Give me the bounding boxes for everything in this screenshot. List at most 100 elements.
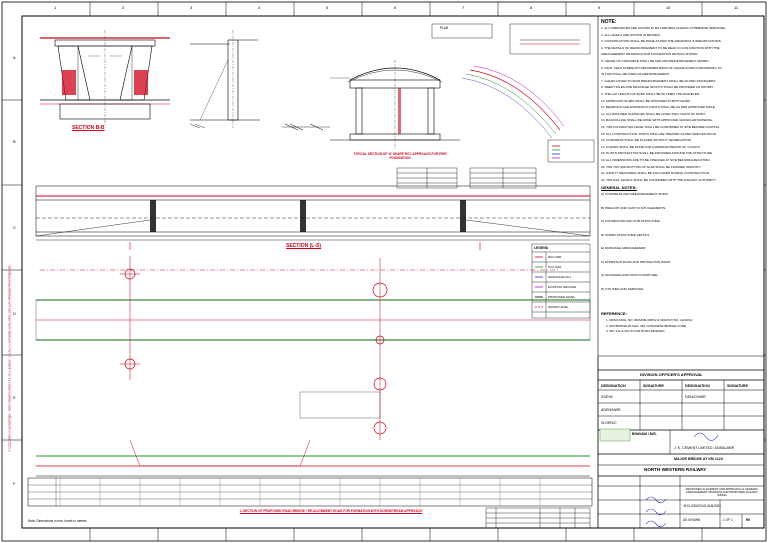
- approval-cell: SSE/W: [601, 395, 613, 399]
- section-side-drawing: [189, 30, 260, 129]
- note-item: 8. WEEP HOLES AND DRAINAGE SPOUTS SHALL …: [601, 86, 714, 90]
- grid-col-5: 5: [326, 5, 329, 10]
- note-item: 7. CLEAR COVER TO MAIN REINFORCEMENT SHA…: [601, 79, 717, 83]
- notes-title: NOTE:: [601, 19, 617, 25]
- approval-col-designation: DESIGNATION: [601, 384, 626, 388]
- approval-cell: Sr.DEN/C: [601, 421, 617, 425]
- note-item: 3. IRC-112 & IRC-6 FOR ROAD BRIDGES: [606, 330, 665, 333]
- legend-item: PCC M15: [548, 265, 562, 269]
- grid-col-6: 6: [394, 5, 397, 10]
- note-item: ARRANGEMENT DRAWINGS AND FOUNDATION DETA…: [601, 53, 699, 57]
- bottom-profile-drawing: [27, 439, 593, 507]
- file-path-label: F:\2022\INPUTS\Drawings - Hari Prasad Ku…: [8, 265, 12, 452]
- note-item: 4. THE DETAILS OF REINFORCEMENT TO BE RE…: [601, 46, 720, 50]
- bottom-left-note: Note: Dimensions in mm, levels in metres: [28, 519, 87, 523]
- drawing-number: JKCL/JSM/CIVIL/GAD/001: [683, 504, 721, 508]
- note-item: C) FOUNDATION AND SUB STRUCTURE.: [601, 220, 661, 223]
- note-item: D) SUPER STRUCTURE DETAILS.: [601, 233, 651, 237]
- note-item: 18. PLINTH PROTECTION SHALL BE PROVIDED …: [601, 152, 713, 156]
- grid-col-9: 9: [598, 5, 601, 10]
- note-item: 10. APPROACH SLABS SHALL BE PROVIDED AT …: [601, 99, 691, 103]
- section-bb-drawing: [40, 30, 170, 125]
- section-bb-title: SECTION B-B: [72, 125, 105, 131]
- approval-cell: DEN/C/NWR: [685, 395, 706, 399]
- plan-label: PLAN: [440, 26, 449, 30]
- note-item: B) PRECAST AND CAST IN SITU ELEMENTS.: [601, 206, 667, 210]
- note-item: 11. BEARINGS AND EXPANSION JOINTS SHALL …: [601, 106, 716, 110]
- legend-title: LEGEND: [534, 246, 549, 250]
- scale-value: AS SHOWN: [683, 518, 701, 522]
- revision-table: [485, 507, 591, 529]
- note-item: 6. HIGH YIELD STRENGTH DEFORMED BARS OF …: [601, 66, 722, 70]
- legend-item: EXISTING GROUND: [548, 285, 577, 289]
- legend-item: RCC M30: [548, 255, 562, 259]
- note-item: G) SIGNAGES AND ROAD FURNITURE.: [601, 274, 659, 277]
- company-name: J. K. CEMENT LIMITED, JAISALMER: [674, 446, 735, 450]
- note-item: 2. ALL LEVELS ARE SHOWN IN METRES.: [601, 33, 661, 37]
- note-item: 16. CONCRETE SHALL BE PLACED WITHOUT SEG…: [601, 139, 692, 143]
- title-block-frame: [597, 355, 765, 529]
- main-section-drawing: [35, 185, 591, 250]
- legend-item: WATER LEVEL: [548, 305, 569, 309]
- grid-row-c: C: [13, 225, 16, 230]
- grid-col-7: 7: [462, 5, 465, 10]
- note-item: 13. BACKFILLING SHALL BE DONE WITH APPRO…: [601, 119, 714, 123]
- grid-col-4: 4: [258, 5, 261, 10]
- note-item: 20. THE TOP AND BOTTOM OF SLAB SHALL BE …: [601, 165, 701, 169]
- grid-row-a: A: [13, 55, 16, 60]
- drawing-title: PROPOSED ALIGNMENT AND APPROACH & GENERA…: [685, 488, 759, 498]
- note-item: 17. CURING SHALL BE DONE FOR A MINIMUM P…: [601, 145, 701, 149]
- note-item: 22. THE RAIL LEVELS SHALL BE CONFIRMED W…: [601, 178, 717, 182]
- typical-section-title: TYPICAL SECTION OF 'A' SHAPE RCC APPROAC…: [353, 152, 447, 160]
- grid-col-1: 1: [54, 5, 57, 10]
- note-item: 12. ALL EXPOSED SURFACES SHALL BE GIVEN …: [601, 112, 706, 116]
- grid-col-3: 3: [190, 5, 193, 10]
- railway-name: NORTH WESTERN RAILWAY: [644, 467, 707, 472]
- level-tables: [396, 167, 537, 189]
- note-item: H) UTILITIES AND SERVICES.: [601, 287, 645, 291]
- plan-section-title: L-SECTION OF PROPOSED ROAD BRIDGE / RE-A…: [240, 509, 423, 513]
- main-section-title: SECTION (L-S): [286, 243, 321, 249]
- legend-item: PROPOSED LEVEL: [548, 295, 576, 299]
- grid-col-11: 11: [734, 5, 739, 10]
- grid-row-d: D: [13, 311, 16, 316]
- company-logo: [599, 428, 631, 442]
- references-title: REFERENCE:: [601, 311, 628, 316]
- signature-mark: [693, 432, 719, 441]
- grid-col-10: 10: [666, 5, 671, 10]
- note-item: 21. SAFETY MEASURES SHALL BE FOLLOWED DU…: [601, 172, 710, 176]
- note-item: 9. THE LAP LENGTH OF BARS SHALL BE 50 TI…: [601, 93, 700, 96]
- note-item: 1. RDSO DRG. NO. RDSO/B-1655/2 & SKETCH …: [606, 319, 693, 322]
- note-item: 14. THE FOUNDATION LEVEL SHALL BE CONFIR…: [601, 126, 721, 129]
- note-item: A) CONCRETE AND REINFORCEMENT WORK.: [601, 193, 669, 196]
- consultant-name: BHAVANI / M/S.: [632, 432, 657, 436]
- note-item: 1. ALL DIMENSIONS ARE SHOWN IN MILLIMETR…: [601, 27, 727, 30]
- approval-col-signature: SIGNATURE: [643, 384, 664, 388]
- note-item: 2. IRS BRIDGE RULES, IRS CONCRETE BRIDGE…: [606, 324, 687, 328]
- project-name: MAJOR BRIDGE AT KM 1124: [674, 457, 723, 461]
- note-item: F) APPROACH ROAD AND PROTECTION WORK.: [601, 260, 672, 264]
- revision-value: R0: [746, 518, 751, 522]
- grid-row-f: F: [13, 481, 16, 486]
- legend-item: GRANULAR FILL: [548, 275, 572, 279]
- plan-lsection-drawing: [35, 256, 591, 440]
- plan-curve-drawing: [431, 23, 595, 163]
- note-item: 19. ALL DIMENSIONS ARE TO BE CHECKED AT …: [601, 159, 711, 162]
- grid-col-2: 2: [122, 5, 125, 10]
- grid-row-b: B: [13, 139, 16, 144]
- note-item: E) DRAINAGE ARRANGEMENT.: [601, 247, 647, 250]
- approval-col-signature-2: SIGNATURE: [727, 384, 748, 388]
- general-notes-title: GENERAL NOTES:: [601, 185, 637, 190]
- grid-row-e: E: [13, 395, 16, 400]
- grid-col-8: 8: [530, 5, 533, 10]
- typical-section-drawing: [282, 60, 460, 150]
- legend-table: [531, 243, 591, 319]
- sheet-number: 1 OF 1: [723, 518, 733, 522]
- note-item: IS:1786 SHALL BE USED AS REINFORCEMENT.: [601, 73, 670, 77]
- note-item: 15. ALL CONSTRUCTION JOINTS SHALL BE TRE…: [601, 132, 717, 136]
- approval-header: DIVISION OFFICER'S APPROVAL: [640, 372, 703, 377]
- approval-col-designation-2: DESIGNATION: [685, 384, 710, 388]
- note-item: 3. CONSTRUCTION SHALL BE DONE AS PER THE…: [601, 40, 722, 44]
- approval-cell: ADEN/NWR: [601, 408, 621, 412]
